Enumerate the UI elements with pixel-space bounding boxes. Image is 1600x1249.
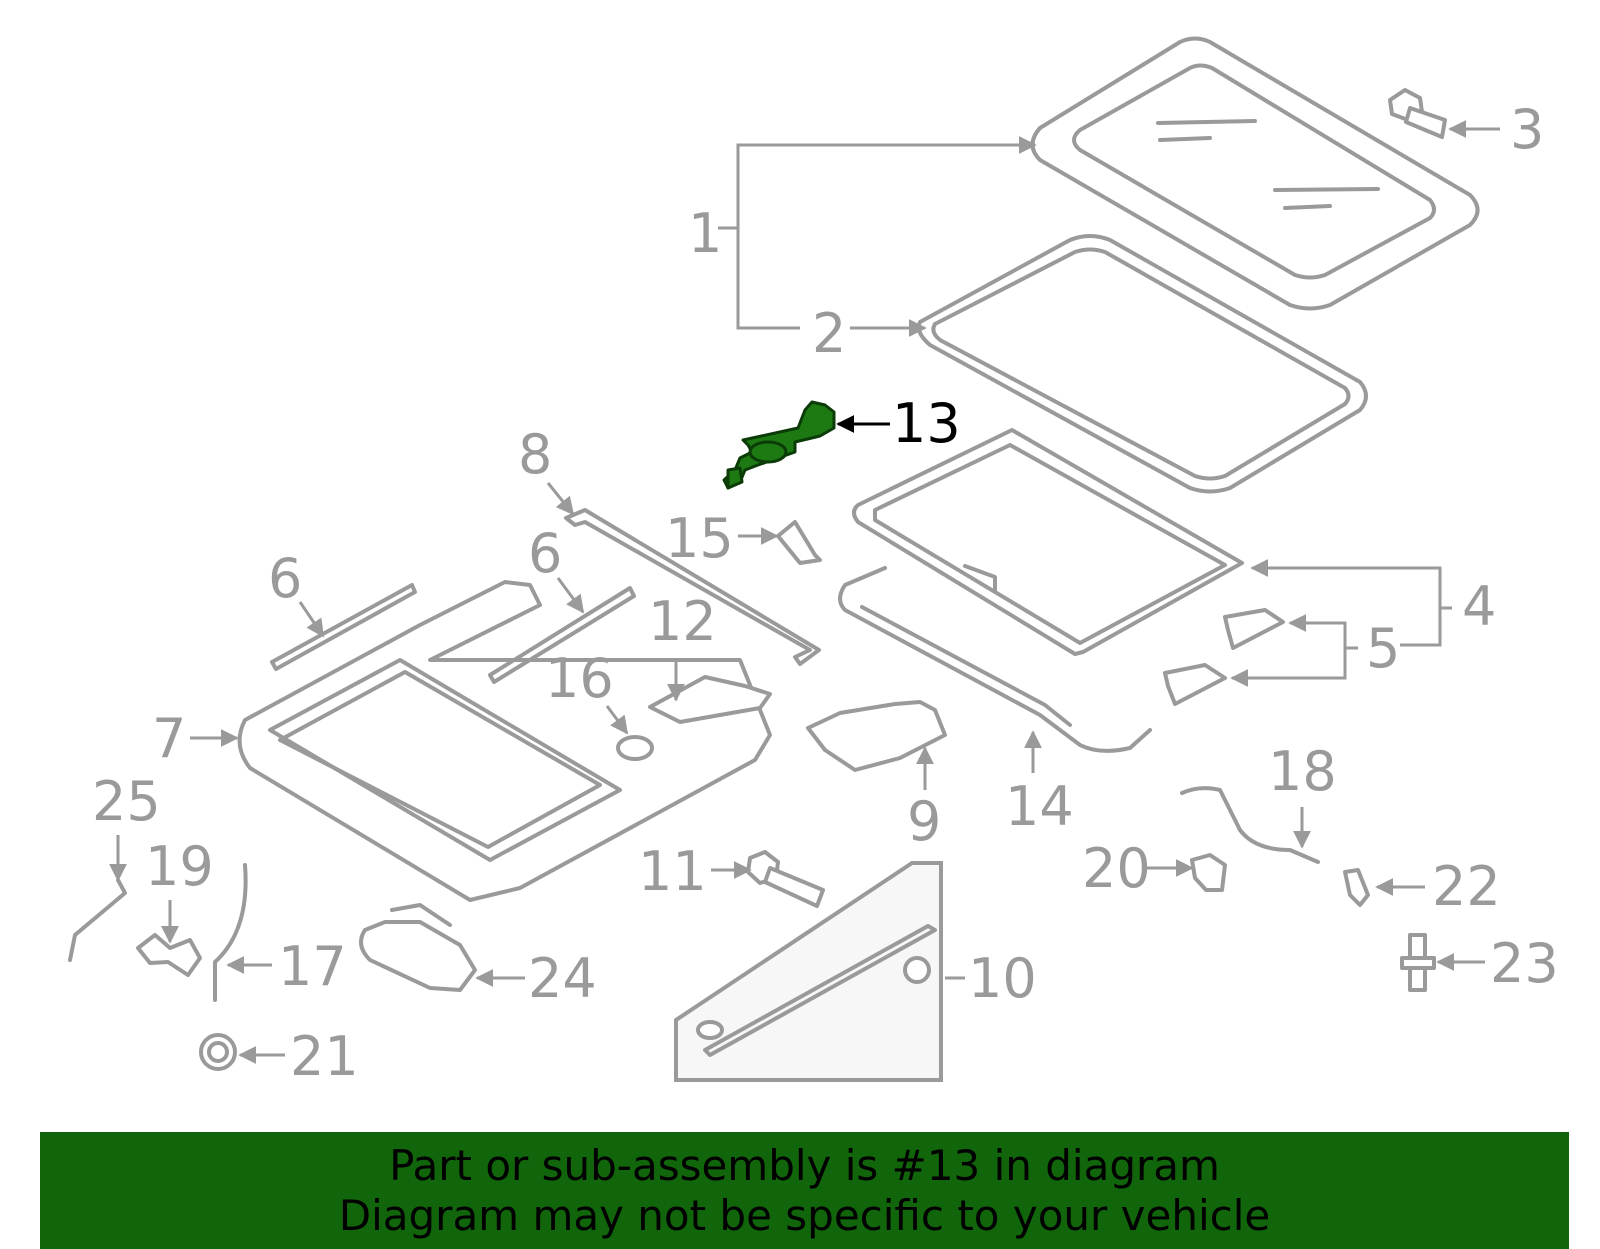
- part-15-bracket: [776, 520, 822, 565]
- callout-4: 4: [1462, 575, 1496, 638]
- callout-14: 14: [1005, 775, 1074, 838]
- callout-24: 24: [528, 947, 597, 1010]
- part-4-shade-frame: [852, 428, 1244, 656]
- part-5-clips: [1163, 608, 1285, 706]
- callout-21: 21: [290, 1025, 359, 1088]
- callout-12: 12: [648, 590, 717, 653]
- callout-15: 15: [665, 507, 734, 570]
- callout-25: 25: [92, 770, 161, 833]
- banner-line-2: Diagram may not be specific to your vehi…: [338, 1190, 1271, 1240]
- part-21-grommet: [199, 1033, 237, 1071]
- part-3-bolt: [1388, 88, 1447, 139]
- callout-23: 23: [1490, 932, 1559, 995]
- part-1-glass-panel: [1030, 36, 1480, 311]
- part-12-bracket: [648, 675, 772, 724]
- part-14-rail: [838, 566, 1152, 753]
- part-24-motor: [359, 903, 477, 992]
- callout-labels: 1 2 3 13 4 5 6 6 8 15 12 16 7 9 14 11 10…: [92, 98, 1559, 1088]
- part-8-rail: [564, 508, 821, 666]
- part-6-strips: [270, 583, 636, 684]
- callout-20: 20: [1082, 837, 1151, 900]
- callout-13[interactable]: 13: [892, 392, 961, 455]
- callout-6-left: 6: [268, 547, 302, 610]
- part-19-clip: [136, 933, 202, 977]
- part-7-frame: [237, 580, 772, 902]
- leader-lines: [109, 120, 1500, 1064]
- part-2-seal: [916, 234, 1368, 494]
- part-9-bracket: [806, 700, 947, 772]
- callout-9: 9: [907, 790, 941, 853]
- part-17-hose: [213, 863, 248, 1002]
- parts-diagram: 1 2 3 13 4 5 6 6 8 15 12 16 7 9 14 11 10…: [68, 36, 1559, 1088]
- callout-10: 10: [968, 947, 1037, 1010]
- part-23-fastener: [1400, 933, 1436, 992]
- part-25-hose: [68, 878, 127, 962]
- callout-2: 2: [812, 302, 846, 365]
- banner-line-1: Part or sub-assembly is #13 in diagram: [389, 1140, 1220, 1190]
- callout-18: 18: [1268, 740, 1337, 803]
- callout-19: 19: [145, 835, 214, 898]
- part-16-cap: [616, 735, 654, 761]
- part-20-clip: [1190, 853, 1227, 892]
- callout-16: 16: [545, 647, 614, 710]
- callout-11: 11: [638, 840, 707, 903]
- callout-1: 1: [688, 202, 722, 265]
- callout-8: 8: [518, 423, 552, 486]
- callout-3: 3: [1510, 98, 1544, 161]
- part-18-hose: [1180, 786, 1320, 864]
- info-banner: Part or sub-assembly is #13 in diagram D…: [40, 1132, 1569, 1249]
- part-13-highlighted[interactable]: [722, 400, 836, 490]
- callout-22: 22: [1432, 855, 1501, 918]
- callout-6-right: 6: [528, 522, 562, 585]
- callout-7: 7: [152, 707, 186, 770]
- callout-17: 17: [278, 935, 347, 998]
- callout-5: 5: [1366, 617, 1400, 680]
- part-22-clip: [1343, 868, 1370, 907]
- part-11-bolt: [746, 850, 825, 908]
- part-10-kit: [674, 861, 943, 1082]
